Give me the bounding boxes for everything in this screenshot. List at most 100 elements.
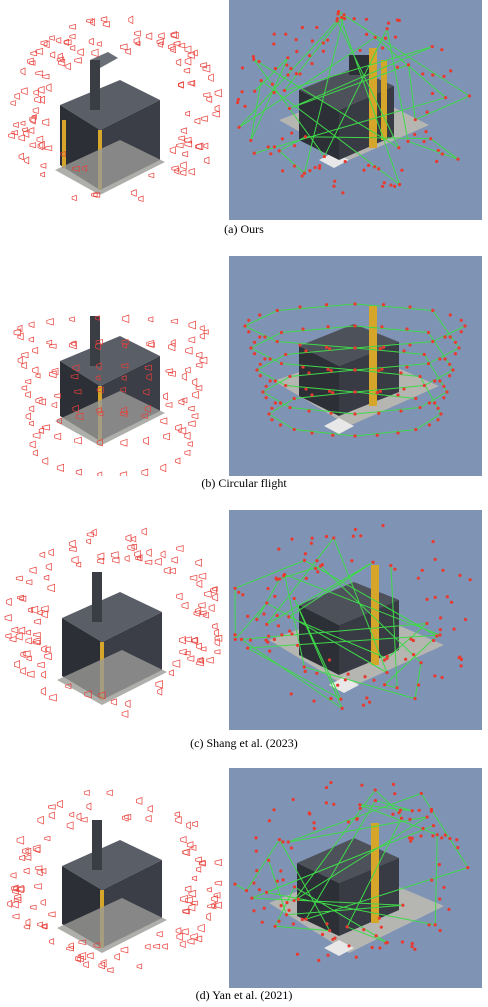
camera-frustum [214, 104, 220, 113]
waypoint-dot [263, 357, 267, 361]
camera-frustum [20, 650, 26, 659]
waypoint-dot [419, 791, 423, 796]
waypoint-dot [431, 834, 435, 838]
camera-frustum [184, 636, 192, 643]
camera-frustum [182, 908, 189, 914]
waypoint-dot [391, 812, 395, 816]
waypoint-dot [268, 379, 272, 383]
waypoint-dot [336, 683, 340, 687]
waypoint-dot [452, 627, 456, 631]
waypoint-dot [284, 383, 288, 388]
waypoint-dot [303, 669, 307, 674]
waypoint-dot [268, 357, 272, 361]
camera-frustum [110, 551, 119, 559]
waypoint-dot [309, 541, 313, 545]
waypoint-dot [429, 809, 434, 813]
waypoint-dot [289, 846, 294, 850]
waypoint-dot [433, 674, 437, 678]
camera-frustum [184, 449, 191, 456]
panel-a-camera-svg [8, 15, 222, 203]
waypoint-dot [300, 174, 304, 178]
waypoint-dot [265, 622, 269, 626]
waypoint-dot [292, 885, 297, 889]
camera-frustum [22, 847, 29, 856]
waypoint-dot [424, 129, 428, 134]
waypoint-dot [255, 368, 259, 372]
waypoint-dot [433, 595, 437, 599]
camera-frustum [165, 402, 173, 408]
waypoint-dot [293, 144, 297, 148]
camera-frustum [25, 391, 31, 399]
camera-frustum [147, 805, 153, 813]
waypoint-dot [463, 617, 468, 622]
waypoint-dot [321, 41, 325, 45]
waypoint-dot [252, 881, 256, 885]
trajectory-path [234, 789, 469, 944]
camera-frustum [169, 567, 176, 575]
camera-frustum [33, 632, 41, 638]
camera-frustum [25, 918, 31, 927]
camera-frustum [156, 931, 163, 938]
camera-frustum [214, 649, 221, 655]
camera-frustum [187, 441, 193, 447]
camera-frustum [188, 420, 196, 428]
waypoint-dot [448, 362, 452, 366]
camera-frustum [13, 896, 22, 904]
waypoint-dot [438, 379, 442, 383]
waypoint-dot [353, 527, 358, 532]
panel-d-trajectory-view [229, 768, 482, 988]
camera-frustum [83, 961, 89, 969]
waypoint-dot [448, 836, 452, 841]
camera-frustum [186, 821, 191, 830]
camera-frustum [199, 325, 205, 332]
waypoint-dot [405, 365, 409, 369]
waypoint-dot [270, 82, 275, 86]
camera-frustum [188, 889, 197, 898]
waypoint-dot [433, 557, 437, 561]
camera-frustum [97, 471, 103, 476]
waypoint-dot [410, 945, 414, 949]
waypoint-dot [354, 955, 358, 959]
camera-frustum [191, 636, 198, 645]
waypoint-dot [433, 379, 437, 383]
camera-frustum [38, 427, 44, 434]
camera-frustum [199, 356, 208, 365]
waypoint-dot [463, 324, 467, 328]
waypoint-dot [273, 924, 277, 928]
waypoint-dot [295, 952, 300, 956]
camera-frustum [206, 656, 214, 664]
camera-frustum [40, 898, 46, 906]
waypoint-dot [286, 73, 290, 77]
waypoint-dot [240, 90, 244, 94]
waypoint-dot [240, 66, 245, 70]
camera-frustum [204, 590, 212, 598]
camera-frustum [134, 30, 141, 37]
camera-frustum [168, 342, 176, 352]
camera-frustum [5, 633, 12, 639]
camera-frustum [38, 398, 46, 406]
waypoint-dot [378, 389, 382, 393]
waypoint-dot [266, 586, 270, 591]
waypoint-dot [275, 339, 279, 344]
waypoint-dot [441, 568, 445, 572]
camera-frustum [72, 404, 79, 413]
waypoint-dot [254, 849, 258, 853]
waypoint-dot [279, 330, 284, 335]
waypoint-dot [317, 958, 321, 962]
waypoint-dot [373, 788, 377, 792]
camera-frustum [5, 597, 12, 606]
waypoint-dot [435, 833, 439, 837]
waypoint-dot [365, 696, 369, 700]
camera-frustum [200, 646, 207, 652]
waypoint-dot [380, 367, 384, 371]
waypoint-dot [397, 182, 402, 187]
camera-frustum [177, 81, 184, 89]
waypoint-dot [345, 925, 349, 929]
waypoints [243, 302, 467, 438]
camera-frustum [69, 539, 76, 548]
waypoint-dot [439, 412, 443, 416]
waypoint-dot [298, 343, 302, 347]
waypoint-dot [312, 821, 316, 825]
camera-frustum [155, 680, 163, 689]
panel-c-traj-svg [229, 510, 482, 730]
